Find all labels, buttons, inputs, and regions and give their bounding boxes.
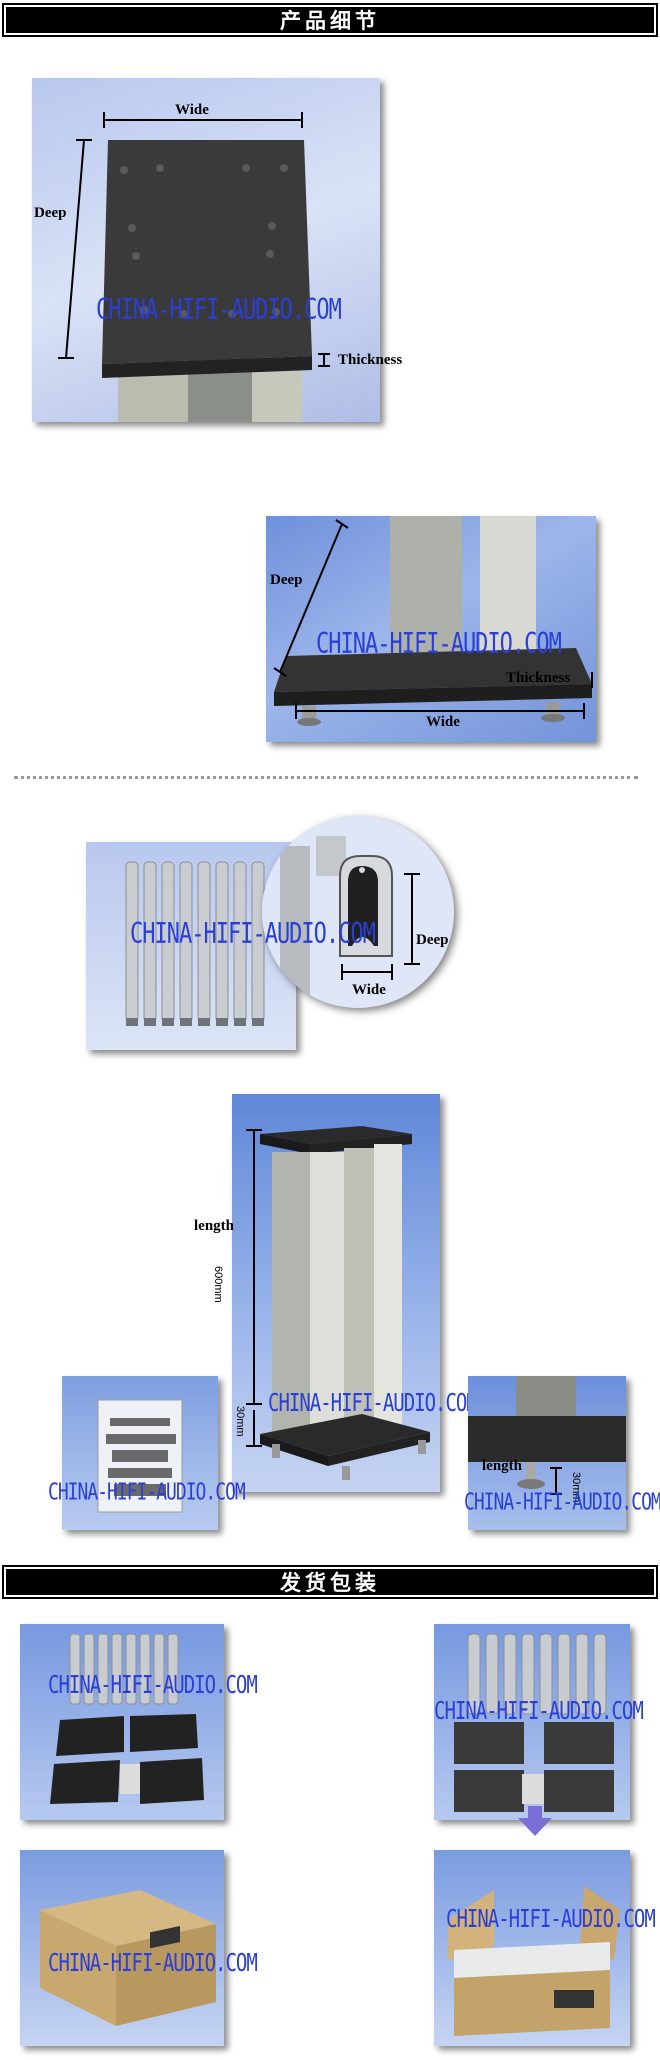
section-banner-packaging: 发货包装 — [0, 1562, 660, 1602]
hardware-bag-illustration — [97, 1399, 183, 1513]
top-plate-illustration — [58, 112, 330, 422]
label-600mm: 600mm — [212, 1266, 224, 1303]
label-wide: Wide — [352, 982, 386, 998]
section-title: 发货包装 — [280, 1571, 380, 1595]
photo-parts-layout — [20, 1624, 224, 1820]
watermark: CHINA-HIFI-AUDIO.COM — [464, 1488, 660, 1517]
watermark: CHINA-HIFI-AUDIO.COM — [268, 1388, 478, 1418]
wrapped-parts-illustration — [454, 1633, 614, 1812]
open-box-illustration — [448, 1886, 620, 2036]
section-divider — [14, 776, 638, 779]
stand-illustration — [246, 1126, 430, 1480]
label-deep: Deep — [270, 572, 303, 588]
photo-aluminium-tubes — [86, 842, 296, 1050]
label-deep: Deep — [34, 205, 67, 221]
photo-top-plate — [32, 78, 380, 422]
base-plate-illustration — [273, 516, 593, 726]
watermark: CHINA-HIFI-AUDIO.COM — [96, 294, 342, 327]
watermark: CHINA-HIFI-AUDIO.COM — [48, 1478, 246, 1507]
watermark: CHINA-HIFI-AUDIO.COM — [434, 1696, 644, 1726]
label-length: length — [194, 1218, 235, 1234]
photo-foot-spike — [468, 1376, 626, 1530]
watermark: CHINA-HIFI-AUDIO.COM — [48, 1948, 258, 1978]
photo-closed-box — [20, 1850, 224, 2046]
photo-wrapped-parts — [434, 1624, 630, 1820]
watermark: CHINA-HIFI-AUDIO.COM — [446, 1904, 656, 1934]
label-thickness: Thickness — [338, 352, 403, 368]
watermark: CHINA-HIFI-AUDIO.COM — [130, 918, 376, 951]
section-banner-details: 产品细节 — [0, 0, 660, 40]
photo-open-box — [434, 1850, 630, 2046]
parts-layout-illustration — [50, 1633, 204, 1804]
label-wide: Wide — [426, 714, 460, 730]
foot-spike-illustration — [468, 1376, 626, 1495]
label-30mm: 30mm — [234, 1406, 246, 1437]
section-title: 产品细节 — [280, 9, 380, 33]
watermark: CHINA-HIFI-AUDIO.COM — [316, 628, 562, 661]
watermark: CHINA-HIFI-AUDIO.COM — [48, 1670, 258, 1700]
photo-full-stand — [232, 1094, 440, 1492]
zoom-circle — [262, 816, 454, 1008]
photo-hardware-bag — [62, 1376, 218, 1530]
label-deep: Deep — [416, 932, 449, 948]
tube-profile-illustration — [280, 836, 420, 996]
arrow-down-icon — [518, 1806, 552, 1836]
photo-base-plate — [266, 516, 596, 742]
label-length: length — [482, 1458, 523, 1474]
tubes-illustration — [125, 861, 265, 1026]
label-wide: Wide — [175, 102, 209, 118]
label-thickness: Thickness — [506, 670, 571, 686]
closed-box-illustration — [40, 1890, 216, 2026]
